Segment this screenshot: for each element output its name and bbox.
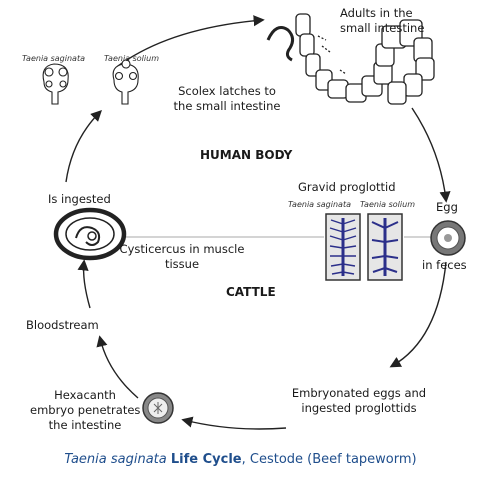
bloodstream-label: Bloodstream bbox=[26, 318, 99, 333]
cycle-arrow-left-upper bbox=[66, 112, 100, 182]
proglottid-solium-label: Taenia solium bbox=[360, 200, 415, 209]
cysticercus-label-line2: tissue bbox=[114, 257, 250, 272]
proglottid-solium-illustration bbox=[368, 214, 402, 280]
scolex-solium-label: Taenia solium bbox=[104, 54, 159, 63]
hexacanth-embryo-illustration bbox=[143, 393, 173, 423]
hexacanth-label: Hexacanth embryo penetrates the intestin… bbox=[30, 388, 140, 433]
adults-label-line1: Adults in the bbox=[340, 6, 424, 21]
cysticercus-label: Cysticercus in muscle tissue bbox=[114, 242, 250, 272]
scolex-saginata-illustration bbox=[43, 64, 68, 104]
cycle-arrow-right bbox=[412, 108, 446, 200]
scolex-label-line1: Scolex latches to bbox=[166, 84, 288, 99]
proglottid-saginata-label: Taenia saginata bbox=[288, 200, 351, 209]
scolex-label: Scolex latches to the small intestine bbox=[166, 84, 288, 114]
egg-label: Egg bbox=[436, 200, 458, 215]
caption-rest: , Cestode (Beef tapeworm) bbox=[242, 452, 417, 467]
adults-label-line2: small intestine bbox=[340, 21, 424, 36]
is-ingested-label: Is ingested bbox=[48, 192, 111, 207]
hexacanth-label-line3: the intestine bbox=[30, 418, 140, 433]
human-body-label: HUMAN BODY bbox=[200, 148, 292, 163]
gravid-proglottid-label: Gravid proglottid bbox=[298, 180, 396, 195]
egg-illustration bbox=[431, 221, 465, 255]
cysticercus-label-line1: Cysticercus in muscle bbox=[114, 242, 250, 257]
embryonated-label-line2: ingested proglottids bbox=[284, 401, 434, 416]
cattle-label: CATTLE bbox=[226, 285, 276, 300]
proglottid-saginata-illustration bbox=[326, 214, 360, 280]
embryonated-label-line1: Embryonated eggs and bbox=[284, 386, 434, 401]
cycle-arrow-bottom bbox=[184, 420, 286, 429]
cycle-arrow-left-mid bbox=[84, 262, 90, 308]
in-feces-label: in feces bbox=[422, 258, 467, 273]
scolex-saginata-label: Taenia saginata bbox=[22, 54, 85, 63]
scolex-solium-illustration bbox=[113, 60, 138, 104]
figure-caption: Taenia saginata Life Cycle, Cestode (Bee… bbox=[0, 452, 481, 467]
hexacanth-label-line2: embryo penetrates bbox=[30, 403, 140, 418]
scolex-label-line2: the small intestine bbox=[166, 99, 288, 114]
embryonated-label: Embryonated eggs and ingested proglottid… bbox=[284, 386, 434, 416]
caption-species: Taenia saginata bbox=[64, 452, 166, 467]
caption-life-cycle: Life Cycle bbox=[171, 452, 242, 467]
hexacanth-label-line1: Hexacanth bbox=[30, 388, 140, 403]
adults-label: Adults in the small intestine bbox=[340, 6, 424, 36]
